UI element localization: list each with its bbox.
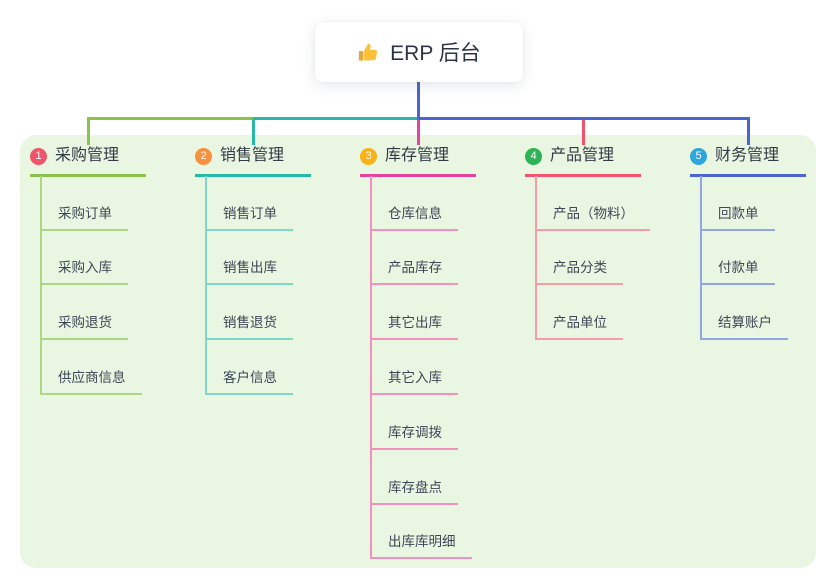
connector-line-vertical: [581, 120, 585, 145]
branch-number-badge: 2: [195, 147, 212, 165]
branch-header[interactable]: 1 采购管理: [30, 145, 146, 177]
thumbs-up-icon: [357, 41, 380, 64]
branch-label: 财务管理: [715, 147, 780, 164]
branch-number-badge: 4: [525, 147, 542, 165]
child-node[interactable]: 产品库存: [370, 258, 458, 286]
branch-header[interactable]: 4 产品管理: [525, 145, 641, 177]
branch-spine-line: [40, 176, 42, 395]
child-node[interactable]: 结算账户: [700, 313, 788, 341]
child-node[interactable]: 采购退货: [40, 313, 128, 341]
connector-line-vertical: [86, 120, 90, 145]
child-node[interactable]: 采购入库: [40, 258, 128, 286]
child-node[interactable]: 销售退货: [205, 313, 293, 341]
root-node-label: ERP 后台: [390, 42, 481, 65]
child-node[interactable]: 其它出库: [370, 313, 458, 341]
child-node[interactable]: 其它入库: [370, 368, 458, 395]
branch-number-badge: 1: [30, 147, 47, 165]
branch-label: 销售管理: [220, 147, 285, 164]
connector-line-horizontal: [418, 117, 750, 120]
branch-spine-line: [700, 176, 702, 341]
child-node[interactable]: 库存调拨: [370, 423, 458, 450]
child-node[interactable]: 采购订单: [40, 204, 128, 231]
connector-line-vertical: [746, 120, 750, 145]
child-node[interactable]: 产品单位: [535, 313, 623, 341]
child-node[interactable]: 供应商信息: [40, 368, 142, 395]
connector-line-vertical: [416, 82, 420, 120]
root-node[interactable]: ERP 后台: [315, 22, 523, 82]
branch-number-badge: 3: [360, 147, 377, 165]
branch-header[interactable]: 5 财务管理: [690, 145, 806, 177]
connector-line-vertical: [251, 120, 255, 145]
child-node[interactable]: 付款单: [700, 258, 775, 286]
connector-line-horizontal: [253, 117, 418, 120]
child-node[interactable]: 销售出库: [205, 258, 293, 286]
branch-label: 产品管理: [550, 147, 615, 164]
child-node[interactable]: 回款单: [700, 204, 775, 231]
branch-label: 库存管理: [385, 147, 450, 164]
child-node[interactable]: 仓库信息: [370, 204, 458, 231]
branch-spine-line: [205, 176, 207, 395]
branch-spine-line: [535, 176, 537, 341]
branch-label: 采购管理: [55, 147, 120, 164]
child-node[interactable]: 库存盘点: [370, 478, 458, 505]
child-node[interactable]: 客户信息: [205, 368, 293, 395]
child-node[interactable]: 产品分类: [535, 258, 623, 286]
child-node[interactable]: 销售订单: [205, 204, 293, 231]
branch-header[interactable]: 3 库存管理: [360, 145, 476, 177]
mindmap-panel: [20, 135, 816, 568]
child-node[interactable]: 出库库明细: [370, 532, 472, 560]
branch-spine-line: [370, 176, 372, 560]
connector-line-vertical: [416, 120, 420, 145]
connector-line-horizontal: [86, 117, 253, 120]
child-node[interactable]: 产品（物料）: [535, 204, 650, 231]
branch-number-badge: 5: [690, 147, 707, 165]
branch-header[interactable]: 2 销售管理: [195, 145, 311, 177]
